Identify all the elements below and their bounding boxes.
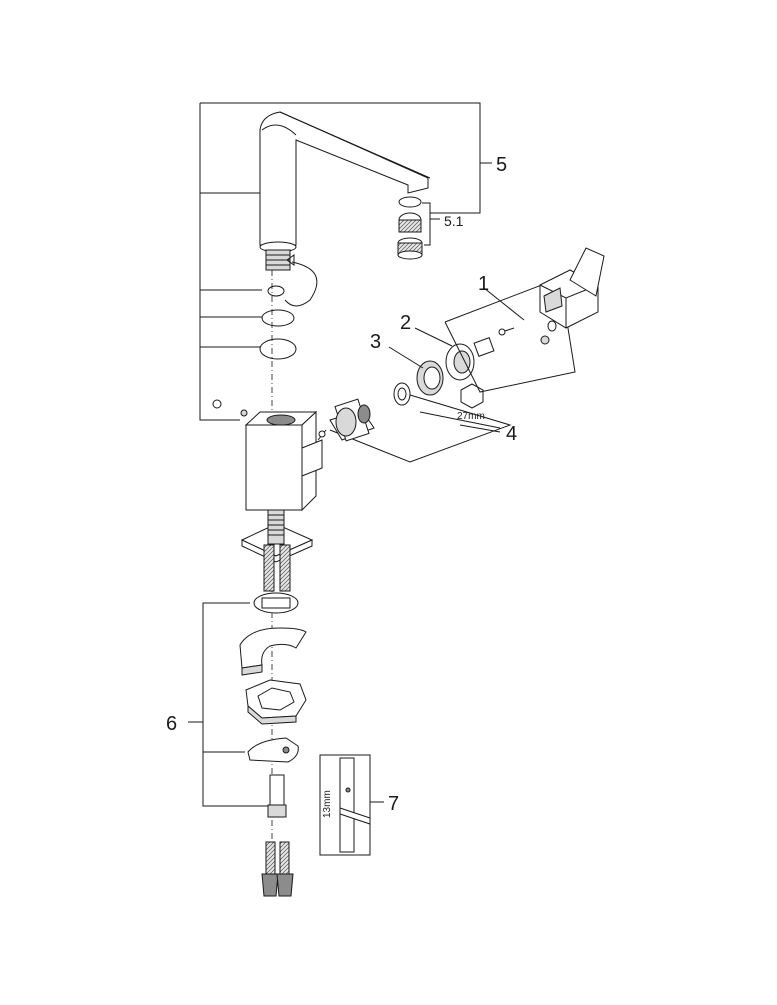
callout-7: 7 <box>388 793 399 815</box>
aerator-group <box>397 196 440 260</box>
leader-lines <box>388 287 525 433</box>
lever-handle <box>539 247 605 329</box>
cartridge <box>317 398 375 442</box>
o-rings <box>259 285 297 360</box>
fixing-set <box>239 592 307 818</box>
set-screw <box>212 399 248 417</box>
tool-group <box>319 754 384 856</box>
mounting-plate <box>240 509 314 563</box>
supply-hoses <box>263 544 291 592</box>
callout-3: 3 <box>370 331 381 353</box>
handle-adapter <box>473 320 557 357</box>
callout-4: 4 <box>506 423 517 445</box>
threaded-ring <box>416 360 444 396</box>
cap-nut <box>445 343 475 381</box>
hose-ends <box>261 841 294 897</box>
callout-5-1: 5.1 <box>444 213 464 229</box>
hex-size-label: 27mm <box>457 411 485 422</box>
cartridge-ring <box>393 382 411 406</box>
callout-1: 1 <box>478 273 489 295</box>
group-5-bracket <box>199 102 492 421</box>
mixer-body <box>244 410 323 512</box>
spout <box>259 111 431 271</box>
callout-6: 6 <box>166 713 177 735</box>
group-6-bracket <box>188 602 268 807</box>
callout-5: 5 <box>496 154 507 176</box>
group-4-bracket <box>329 391 512 463</box>
callout-2: 2 <box>400 312 411 334</box>
tool-size-label: 13mm <box>322 790 333 818</box>
swivel-arrow <box>284 254 318 307</box>
group-1-bracket <box>444 277 576 393</box>
hex-nut-indicator <box>460 383 484 409</box>
